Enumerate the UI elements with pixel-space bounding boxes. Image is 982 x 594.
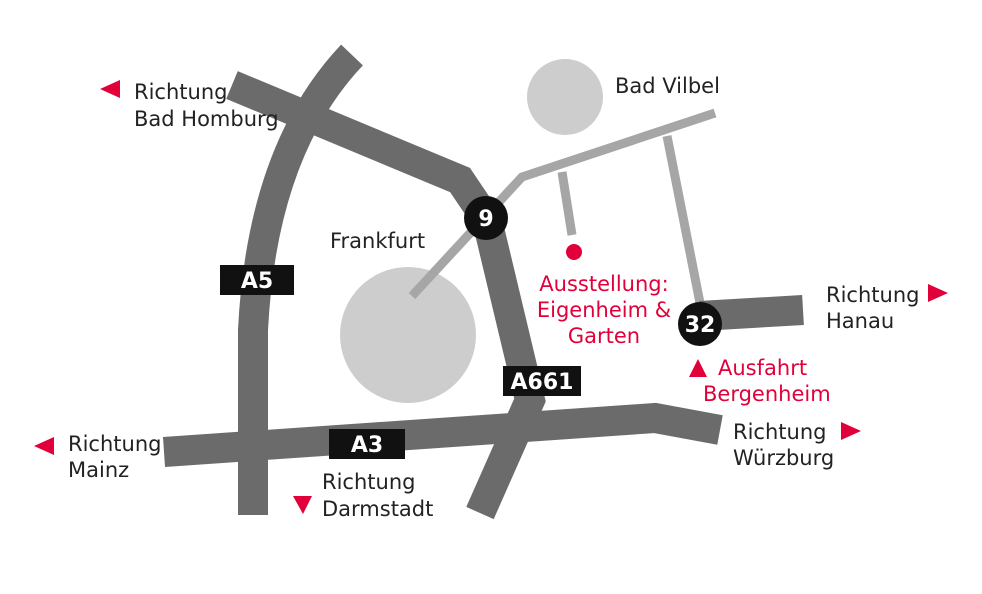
- a661-shield: A661: [503, 366, 581, 396]
- venue-label-line3: Garten: [568, 324, 640, 348]
- direction-darmstadt-arrow-icon: [293, 496, 312, 514]
- direction-mainz-line1: Richtung: [68, 432, 161, 456]
- exit-note-line2: Bergenheim: [703, 382, 831, 406]
- exit-note-arrow-icon: [689, 359, 707, 377]
- venue-label-line1: Ausstellung:: [539, 272, 668, 296]
- direction-darmstadt-line2: Darmstadt: [322, 497, 433, 521]
- direction-bad-homburg-line1: Richtung: [134, 80, 227, 104]
- direction-wuerzburg-line2: Würzburg: [733, 446, 834, 470]
- local-road-bergenheim-connector: [662, 135, 705, 304]
- exit-32-badge: 32: [678, 302, 722, 346]
- exit-32-label: 32: [685, 313, 716, 338]
- venue-marker: [566, 244, 582, 260]
- venue-label-line2: Eigenheim &: [537, 298, 671, 322]
- direction-wuerzburg-arrow-icon: [841, 422, 861, 440]
- direction-hanau-line2: Hanau: [826, 309, 894, 333]
- direction-hanau-arrow-icon: [928, 284, 948, 302]
- exit-9-label: 9: [478, 207, 493, 232]
- direction-mainz-arrow-icon: [34, 437, 54, 455]
- direction-wuerzburg-line1: Richtung: [733, 420, 826, 444]
- a5-shield: A5: [220, 265, 294, 295]
- a5-shield-label: A5: [241, 269, 273, 294]
- bad-vilbel-city-area: [527, 59, 603, 135]
- direction-hanau-line1: Richtung: [826, 283, 919, 307]
- a661-shield-label: A661: [511, 370, 574, 395]
- local-road-frankfurt-bad-vilbel: [408, 108, 717, 300]
- direction-bad-homburg-line2: Bad Homburg: [134, 107, 279, 131]
- bad-vilbel-label: Bad Vilbel: [615, 74, 720, 98]
- a3-shield: A3: [329, 429, 405, 459]
- a3-shield-label: A3: [351, 433, 383, 458]
- exit-note-line1: Ausfahrt: [718, 356, 807, 380]
- frankfurt-label: Frankfurt: [330, 229, 425, 253]
- direction-mainz-line2: Mainz: [68, 458, 129, 482]
- frankfurt-city-area: [340, 267, 476, 403]
- motorway-a3: [162, 402, 723, 467]
- motorway-a5: [238, 44, 363, 515]
- exit-9-badge: 9: [464, 196, 508, 240]
- direction-bad-homburg-arrow-icon: [100, 80, 120, 98]
- direction-darmstadt-line1: Richtung: [322, 470, 415, 494]
- local-road-venue-spur: [557, 171, 577, 236]
